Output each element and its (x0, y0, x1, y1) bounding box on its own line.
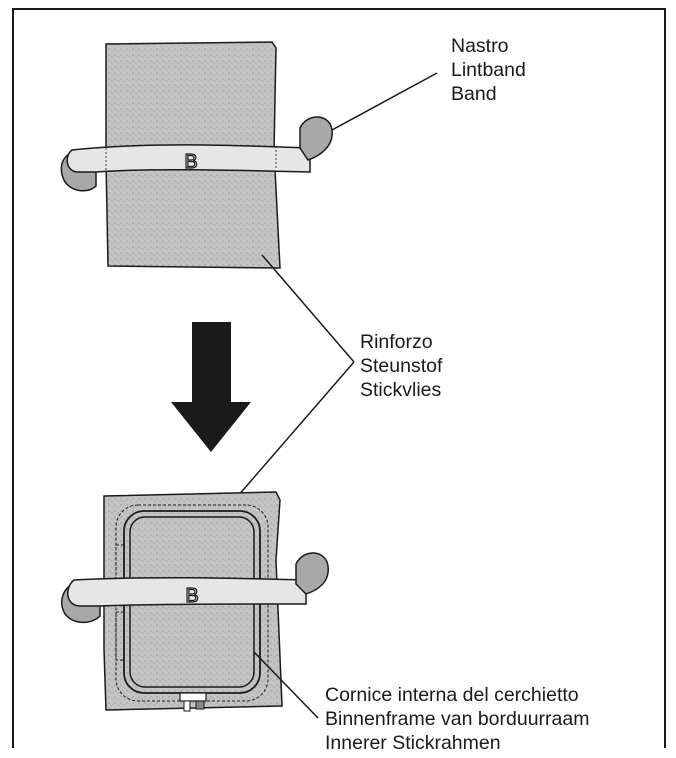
stabilizer-leader-line-top (261, 254, 355, 363)
band-curl-right (299, 116, 333, 161)
stabilizer-label-nl: Steunstof (360, 355, 443, 377)
down-arrow (171, 322, 251, 452)
top-illustration: B (60, 41, 438, 363)
inner-frame-label-nl: Binnenframe van borduurraam (325, 708, 590, 730)
inner-frame-label-de: Innerer Stickrahmen (325, 732, 501, 754)
border-frame (12, 8, 666, 748)
band-label: Nastro Lintband Band (451, 34, 526, 106)
band-label-it: Nastro (451, 35, 509, 57)
band-leader-line (331, 72, 438, 131)
band-letter-top: B (184, 151, 197, 173)
band-label-de: Band (451, 83, 497, 105)
band-strip-top (66, 144, 311, 173)
bottom-illustration: B (60, 491, 329, 719)
inner-frame-leader-line (253, 651, 319, 719)
stabilizer-label: Rinforzo Steunstof Stickvlies (360, 330, 442, 402)
hoop-clamp (179, 692, 207, 702)
band-letter-bottom: B (185, 585, 198, 607)
band-label-nl: Lintband (451, 59, 526, 81)
stabilizer-leader-line-bottom (236, 361, 355, 498)
stabilizer-label-it: Rinforzo (360, 331, 433, 353)
stabilizer-label-de: Stickvlies (360, 379, 442, 401)
inner-frame-label-it: Cornice interna del cerchietto (325, 684, 579, 706)
band-curl-right-bottom (295, 552, 329, 595)
band-strip-bottom (67, 576, 307, 607)
inner-frame-label: Cornice interna del cerchietto Binnenfra… (325, 683, 589, 755)
